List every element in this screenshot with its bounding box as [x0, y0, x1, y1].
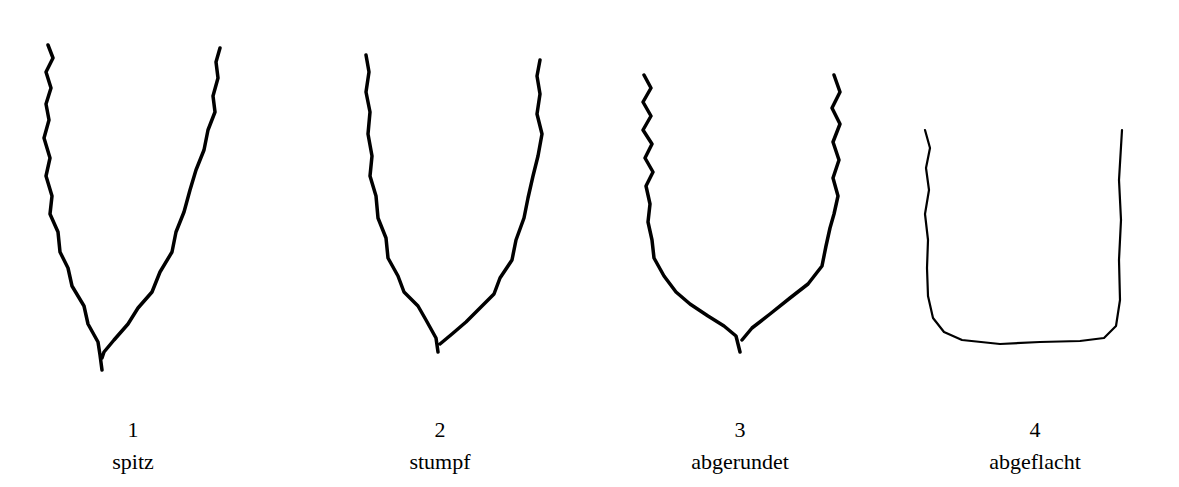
blunt-outline	[366, 55, 542, 352]
shape-name: abgeflacht	[989, 450, 1081, 474]
rounded-outline	[643, 75, 840, 352]
flattened-outline	[925, 130, 1122, 344]
callout-number: 2	[435, 418, 446, 442]
pointed-outline	[44, 45, 220, 370]
shape-name: stumpf	[409, 450, 470, 474]
shape-name: spitz	[112, 450, 154, 474]
callout-number: 1	[128, 418, 139, 442]
callout-number: 4	[1030, 418, 1041, 442]
callout-number: 3	[735, 418, 746, 442]
shape-name: abgerundet	[691, 450, 789, 474]
